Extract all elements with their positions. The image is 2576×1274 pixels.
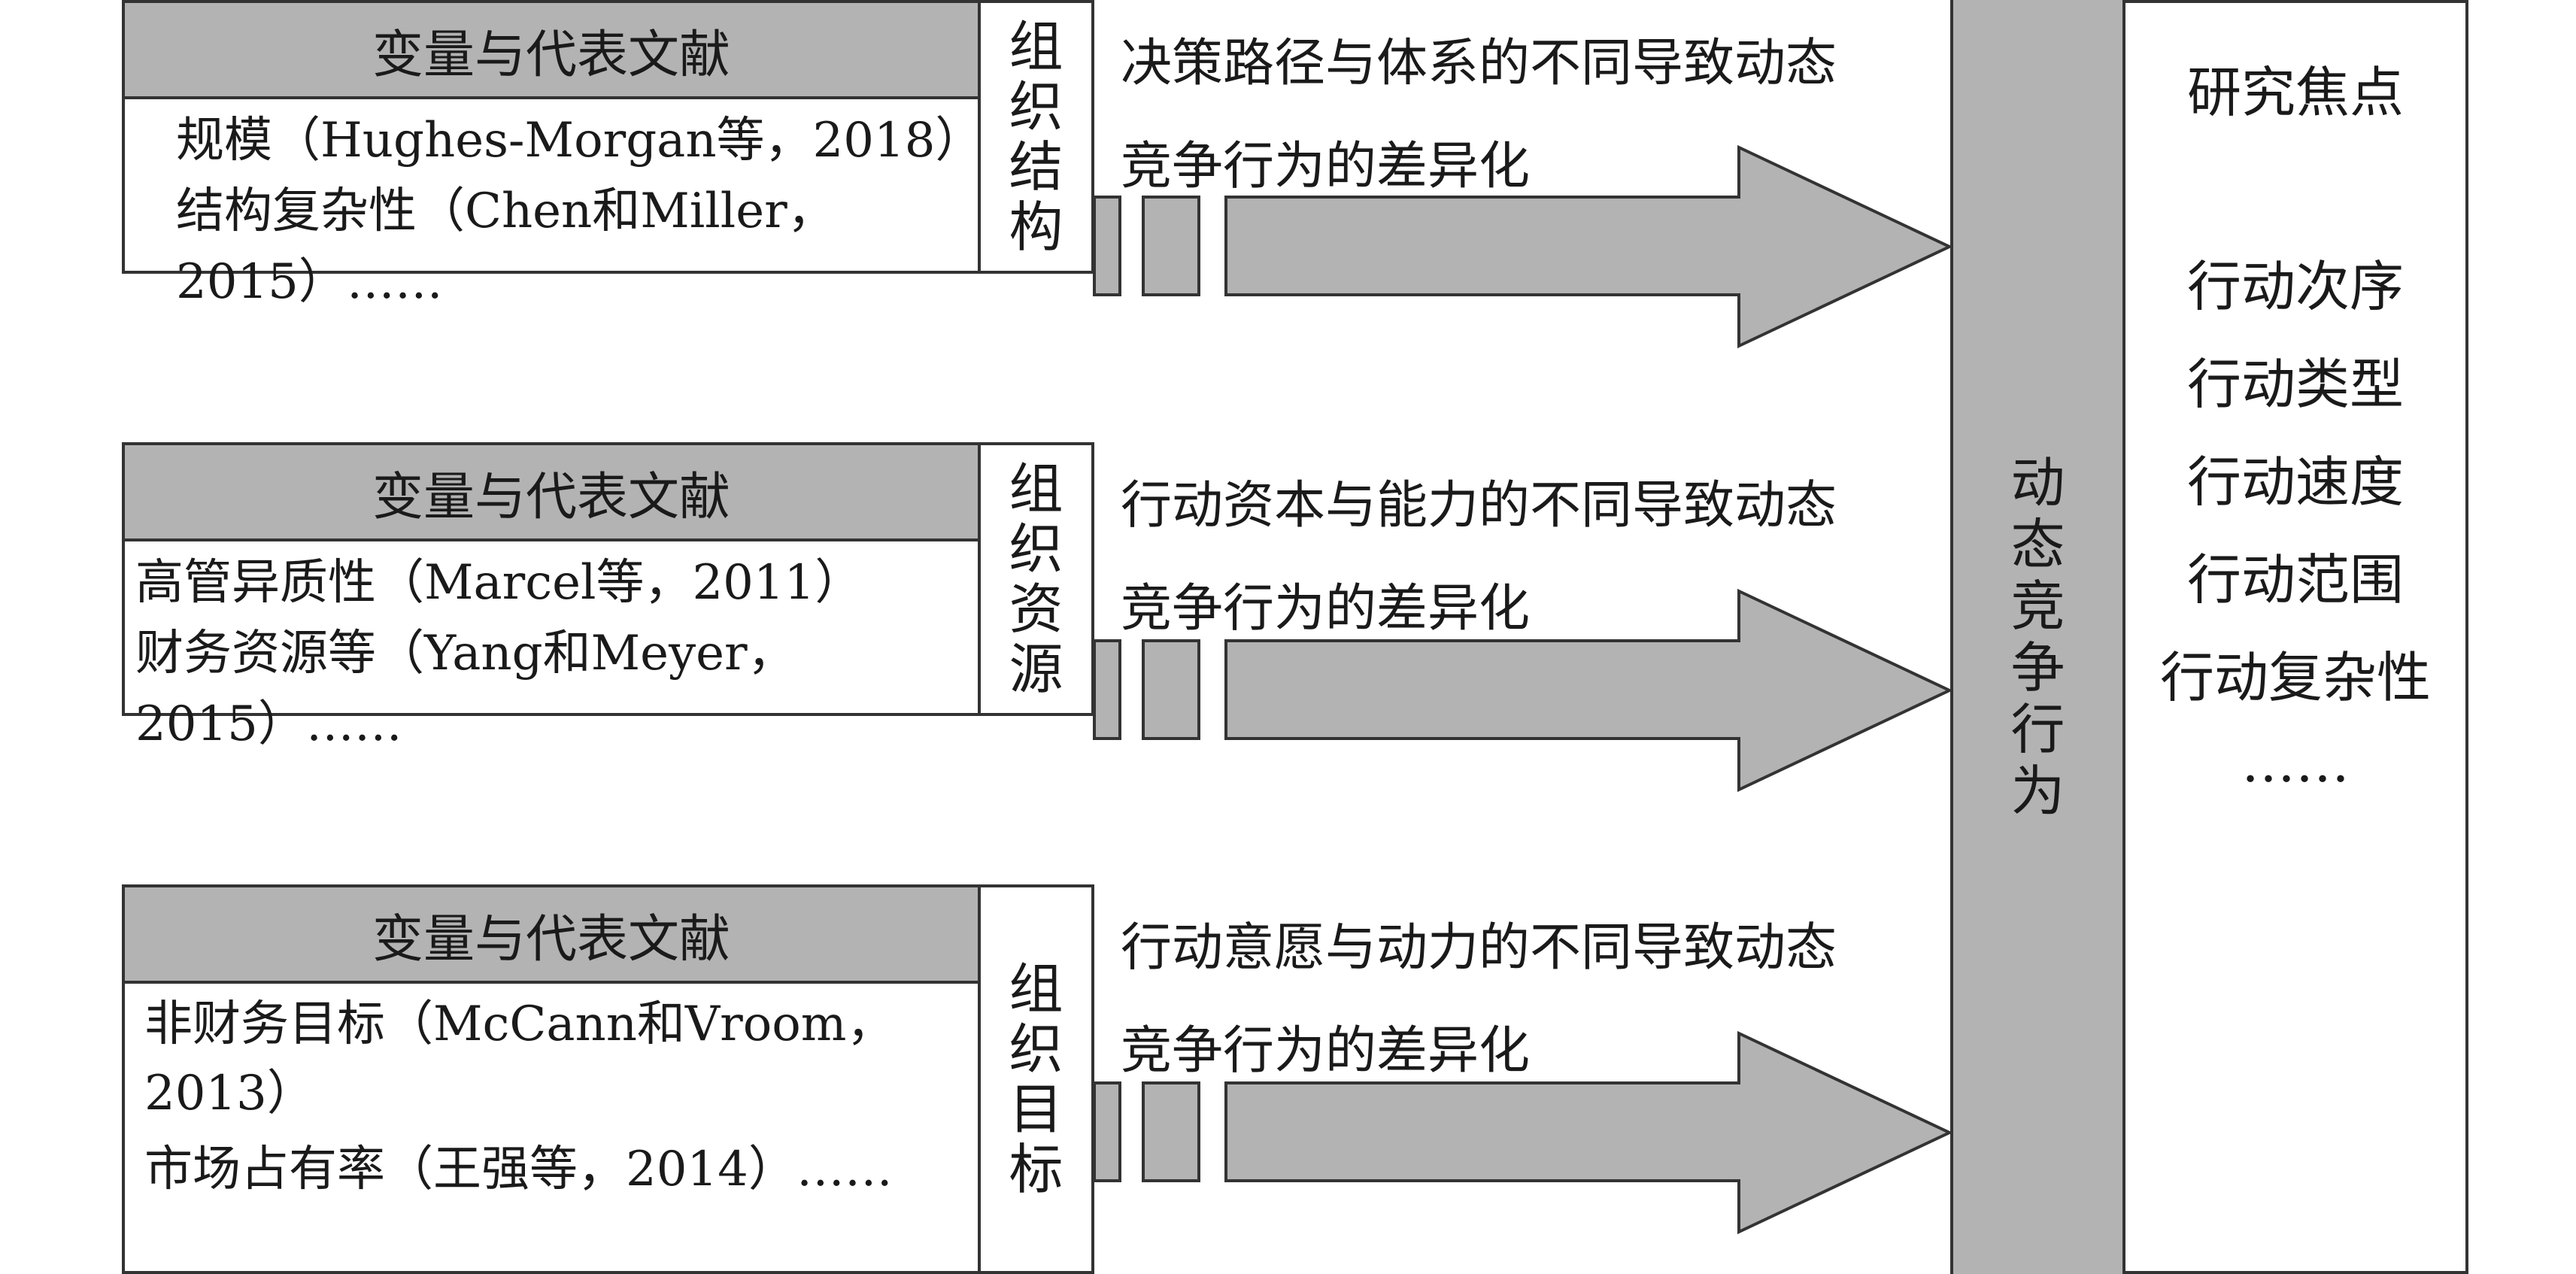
box-header: 变量与代表文献 [125, 3, 978, 99]
side-char: 织 [1009, 1018, 1063, 1081]
focus-item: 行动复杂性 [2159, 646, 2431, 709]
center-char: 动 [2010, 451, 2065, 514]
caption-line: 竞争行为的差异化 [1121, 579, 1531, 639]
box-body: 规模（Hughes-Morgan等，2018） 结构复杂性（Chen和Mille… [176, 99, 1029, 310]
box-header: 变量与代表文献 [125, 445, 978, 541]
reference-line: 非财务目标（McCann和Vroom， [144, 996, 895, 1052]
research-focus-column: 研究焦点 行动次序 行动类型 行动速度 行动范围 行动复杂性 …… [2125, 0, 2468, 1274]
side-char: 标 [1009, 1138, 1063, 1201]
focus-item: …… [2241, 731, 2350, 794]
side-label: 组 织 目 标 [978, 887, 1091, 1271]
side-char: 织 [1009, 517, 1063, 581]
box-body: 非财务目标（McCann和Vroom， 2013） 市场占有率（王强等，2014… [144, 984, 997, 1274]
reference-line: 财务资源等（Yang和Meyer， [135, 626, 796, 681]
side-char: 目 [1009, 1078, 1063, 1141]
box-body: 高管异质性（Marcel等，2011） 财务资源等（Yang和Meyer， 20… [135, 541, 988, 752]
arrow-caption: 行动资本与能力的不同导致动态 竞争行为的差异化 [1121, 463, 1837, 641]
arrow-caption: 决策路径与体系的不同导致动态 竞争行为的差异化 [1121, 21, 1837, 199]
caption-line: 决策路径与体系的不同导致动态 [1121, 34, 1837, 93]
arrow-segment [1093, 1081, 1121, 1182]
arrow-shaft [1224, 1030, 1953, 1235]
side-char: 织 [1009, 75, 1063, 138]
side-char: 源 [1009, 638, 1063, 701]
side-char: 资 [1009, 578, 1063, 641]
center-char: 态 [2010, 513, 2065, 576]
center-char: 行 [2010, 698, 2065, 761]
arrow-caption: 行动意愿与动力的不同导致动态 竞争行为的差异化 [1121, 905, 1837, 1083]
focus-item: 行动次序 [2186, 255, 2404, 318]
reference-line: 高管异质性（Marcel等，2011） [135, 555, 863, 611]
side-label: 组 织 资 源 [978, 445, 1091, 713]
arrow-segment [1142, 196, 1200, 296]
center-char: 竞 [2010, 575, 2065, 638]
arrow-segment [1142, 639, 1200, 740]
side-char: 组 [1009, 457, 1063, 520]
side-label: 组 织 结 构 [978, 3, 1091, 271]
factor-box-resources: 变量与代表文献 高管异质性（Marcel等，2011） 财务资源等（Yang和M… [122, 442, 1094, 752]
box-header: 变量与代表文献 [125, 887, 978, 984]
dynamic-competition-column: 动 态 竞 争 行 为 [1950, 0, 2125, 1274]
caption-line: 行动意愿与动力的不同导致动态 [1121, 918, 1837, 978]
reference-line: 规模（Hughes-Morgan等，2018） [176, 113, 984, 168]
arrow-segment [1142, 1081, 1200, 1182]
arrow-shaft [1224, 144, 1953, 349]
reference-line: 2015）…… [135, 696, 402, 752]
reference-line: 市场占有率（王强等，2014）…… [144, 1142, 893, 1197]
side-char: 构 [1009, 196, 1063, 259]
arrow-segment [1093, 196, 1121, 296]
focus-item: 行动类型 [2186, 353, 2404, 416]
focus-title: 研究焦点 [2186, 61, 2404, 124]
reference-line: 2015）…… [176, 254, 443, 310]
caption-line: 竞争行为的差异化 [1121, 137, 1531, 196]
reference-line: 2013） [144, 1066, 315, 1121]
caption-line: 竞争行为的差异化 [1121, 1021, 1531, 1081]
arrow-segment [1093, 639, 1121, 740]
side-char: 组 [1009, 957, 1063, 1021]
arrow-shaft [1224, 588, 1953, 793]
center-char: 为 [2010, 760, 2065, 823]
side-char: 组 [1009, 15, 1063, 78]
caption-line: 行动资本与能力的不同导致动态 [1121, 476, 1837, 535]
center-char: 争 [2010, 636, 2065, 699]
side-char: 结 [1009, 135, 1063, 199]
focus-item: 行动速度 [2186, 450, 2404, 514]
factor-box-goals: 变量与代表文献 非财务目标（McCann和Vroom， 2013） 市场占有率（… [122, 884, 1094, 1274]
focus-item: 行动范围 [2186, 548, 2404, 611]
factor-box-structure: 变量与代表文献 规模（Hughes-Morgan等，2018） 结构复杂性（Ch… [122, 0, 1094, 310]
reference-line: 结构复杂性（Chen和Miller， [176, 184, 836, 239]
